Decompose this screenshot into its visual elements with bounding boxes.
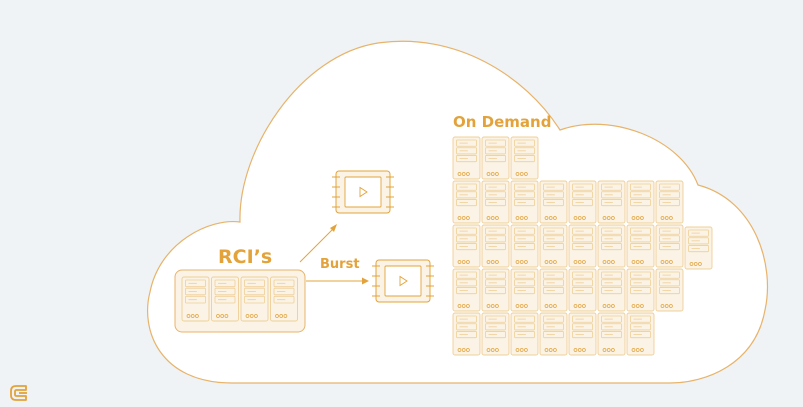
rci-server [181, 276, 210, 322]
on-demand-server [655, 180, 684, 224]
on-demand-server [568, 312, 597, 356]
on-demand-server [684, 226, 713, 270]
on-demand-server [510, 224, 539, 268]
on-demand-server [481, 180, 510, 224]
on-demand-server [626, 268, 655, 312]
on-demand-server [452, 180, 481, 224]
burst-vm-top [332, 170, 394, 214]
on-demand-server [655, 268, 684, 312]
on-demand-server [626, 224, 655, 268]
on-demand-server [510, 268, 539, 312]
on-demand-server [452, 136, 481, 180]
on-demand-server [597, 180, 626, 224]
on-demand-server [539, 268, 568, 312]
on-demand-server [626, 312, 655, 356]
on-demand-server [452, 312, 481, 356]
on-demand-server [510, 180, 539, 224]
rci-title: RCI’s [218, 246, 272, 268]
rci-server-group [181, 276, 298, 322]
on-demand-server [539, 312, 568, 356]
on-demand-server [568, 224, 597, 268]
on-demand-server [568, 268, 597, 312]
on-demand-server [568, 180, 597, 224]
on-demand-server [481, 268, 510, 312]
on-demand-server [481, 312, 510, 356]
on-demand-server [539, 180, 568, 224]
brand-logo-icon [10, 385, 27, 401]
on-demand-server [597, 312, 626, 356]
on-demand-server [481, 136, 510, 180]
burst-arrow-right [306, 277, 369, 285]
on-demand-server [539, 224, 568, 268]
on-demand-server [510, 136, 539, 180]
burst-arrow-up [299, 224, 337, 263]
on-demand-server [597, 224, 626, 268]
on-demand-server [597, 268, 626, 312]
on-demand-title: On Demand [453, 113, 551, 131]
on-demand-server [481, 224, 510, 268]
on-demand-server [626, 180, 655, 224]
on-demand-server-grid [452, 136, 713, 356]
burst-label: Burst [320, 257, 360, 272]
on-demand-server [452, 224, 481, 268]
on-demand-server [510, 312, 539, 356]
play-icon [399, 275, 408, 287]
rci-server [211, 276, 239, 322]
play-icon [359, 186, 368, 198]
on-demand-server [655, 224, 684, 268]
burst-vm-bottom [372, 259, 434, 303]
rci-server [240, 276, 269, 322]
rci-server [270, 276, 298, 322]
on-demand-server [452, 268, 481, 312]
